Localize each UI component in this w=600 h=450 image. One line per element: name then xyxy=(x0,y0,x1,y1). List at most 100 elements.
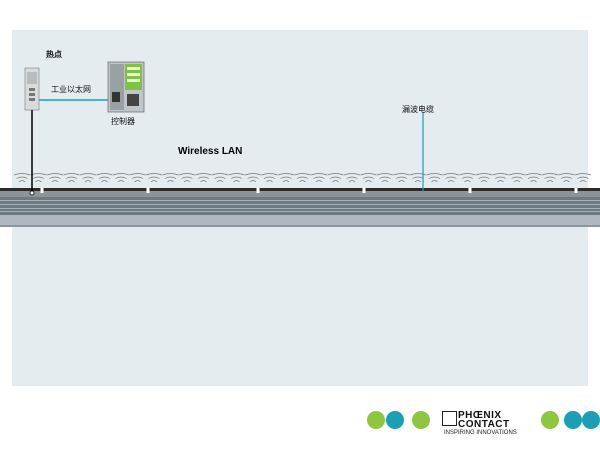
wave-arc xyxy=(101,180,108,183)
wave-arc xyxy=(167,180,174,183)
hotspot-label: 热点 xyxy=(46,50,62,59)
wave-arc xyxy=(508,173,526,176)
wave-arc xyxy=(459,173,476,176)
wave-arc xyxy=(393,173,410,176)
wave-arc xyxy=(216,180,224,183)
wave-arc xyxy=(68,180,75,183)
wave-arc xyxy=(16,176,28,179)
wave-arc xyxy=(84,180,92,183)
brand-circle xyxy=(386,411,404,429)
wave-arc xyxy=(513,180,521,183)
phoenix-logo-icon xyxy=(442,411,457,426)
brand-line2: CONTACT xyxy=(458,419,510,430)
wave-arc xyxy=(296,176,309,179)
wave-arc xyxy=(541,173,559,176)
wave-arc xyxy=(129,173,146,176)
wave-arc xyxy=(214,176,226,179)
wave-arc xyxy=(183,180,191,183)
wave-arc xyxy=(558,173,575,176)
wave-arc xyxy=(327,173,344,176)
brand-line1: PHŒNIX xyxy=(458,410,502,421)
wave-arc xyxy=(480,180,488,183)
wave-arc xyxy=(478,176,490,179)
wave-arc xyxy=(35,180,42,183)
wave-arc xyxy=(164,176,177,179)
brand-circle xyxy=(564,411,582,429)
wave-arc xyxy=(131,176,144,179)
wave-arc xyxy=(266,180,273,183)
wave-arc xyxy=(376,173,394,176)
wave-arc xyxy=(492,173,509,176)
controller-label: 控制器 xyxy=(111,117,135,126)
wave-arc xyxy=(579,180,587,183)
wave-arc xyxy=(414,180,422,183)
rail-marker xyxy=(362,188,366,193)
wave-arc xyxy=(249,180,257,183)
wave-arc xyxy=(426,173,443,176)
wave-arc xyxy=(261,173,278,176)
wave-arc xyxy=(18,180,26,183)
wave-arc xyxy=(63,173,80,176)
wave-arc xyxy=(464,180,471,183)
wave-arc xyxy=(381,180,389,183)
wave-arc xyxy=(65,176,78,179)
wave-arc xyxy=(525,173,542,176)
wave-arc xyxy=(360,173,377,176)
wave-arc xyxy=(211,173,229,176)
wave-arc xyxy=(244,173,262,176)
wave-arc xyxy=(313,176,325,179)
wave-arc xyxy=(527,176,540,179)
wireless-waves xyxy=(13,173,592,183)
wave-arc xyxy=(461,176,474,179)
wave-arc xyxy=(315,180,323,183)
rail-marker xyxy=(256,188,260,193)
wave-arc xyxy=(228,173,245,176)
hotspot-device xyxy=(24,67,40,196)
brand-circle xyxy=(541,411,559,429)
wave-arc xyxy=(346,176,358,179)
wave-arc xyxy=(115,176,127,179)
wave-arc xyxy=(46,173,64,176)
wave-arc xyxy=(197,176,210,179)
rail-track xyxy=(0,188,600,227)
wave-arc xyxy=(511,176,523,179)
wave-arc xyxy=(409,173,427,176)
wave-arc xyxy=(428,176,441,179)
wave-arc xyxy=(343,173,361,176)
wave-arc xyxy=(348,180,356,183)
wave-arc xyxy=(263,176,276,179)
wave-arc xyxy=(574,173,592,176)
wave-arc xyxy=(530,180,537,183)
wave-arc xyxy=(560,176,573,179)
wave-arc xyxy=(13,173,31,176)
rail-marker xyxy=(468,188,472,193)
wave-arc xyxy=(195,173,212,176)
rail-markers xyxy=(40,188,578,193)
leaky-cable-label: 漏波电缆 xyxy=(402,105,434,114)
wave-arc xyxy=(546,180,554,183)
brand-name: PHŒNIX CONTACT xyxy=(458,410,510,430)
wave-arc xyxy=(563,180,570,183)
rail-marker xyxy=(146,188,150,193)
wave-arc xyxy=(49,176,61,179)
wave-arc xyxy=(447,180,455,183)
wave-arc xyxy=(332,180,339,183)
ethernet-label: 工业以太网 xyxy=(51,85,91,94)
wave-arc xyxy=(82,176,94,179)
brand-circles xyxy=(367,411,600,429)
brand-tagline: INSPIRING INNOVATIONS xyxy=(444,430,517,436)
wave-arc xyxy=(181,176,193,179)
wave-arc xyxy=(96,173,113,176)
wave-arc xyxy=(233,180,240,183)
wave-arc xyxy=(200,180,207,183)
wave-arc xyxy=(379,176,391,179)
wave-arc xyxy=(280,176,292,179)
brand-circle xyxy=(367,411,385,429)
wave-arc xyxy=(162,173,179,176)
wave-arc xyxy=(277,173,295,176)
wave-arc xyxy=(282,180,290,183)
wave-arc xyxy=(475,173,493,176)
rail-marker xyxy=(40,188,44,193)
wave-arc xyxy=(365,180,372,183)
